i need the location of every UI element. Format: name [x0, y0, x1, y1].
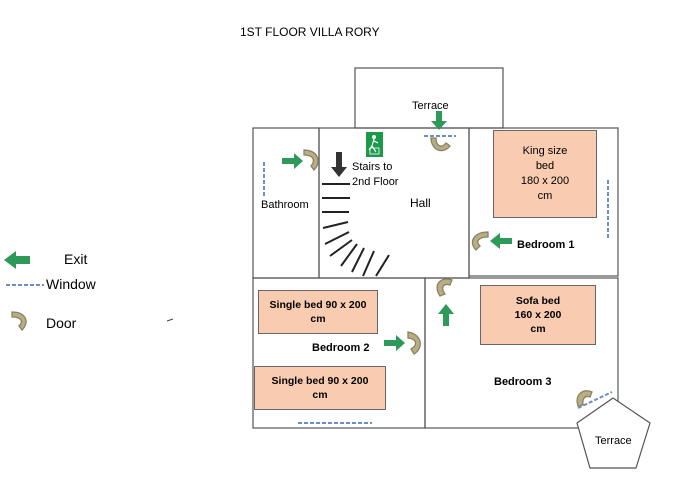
label-bathroom: Bathroom	[261, 199, 309, 211]
legend-exit-label: Exit	[64, 251, 88, 267]
emergency-exit-sign-icon	[366, 132, 383, 157]
bedroom1-wall	[468, 127, 619, 277]
door-terrace-bottom-icon	[576, 390, 593, 407]
hall-wall	[318, 127, 470, 279]
stray-mark	[166, 318, 174, 322]
terrace-bottom-wall	[576, 397, 651, 469]
exit-arrow-terrace-icon	[431, 111, 447, 130]
legend-door-label: Door	[46, 315, 77, 331]
door-bedroom3-icon	[436, 278, 453, 297]
label-bedroom1: Bedroom 1	[517, 239, 575, 251]
label-terrace-top: Terrace	[412, 100, 449, 112]
exit-arrows	[4, 111, 512, 351]
bed-single-1: Single bed 90 x 200 cm	[258, 290, 378, 334]
door-bathroom-icon	[303, 149, 319, 171]
page-title: 1ST FLOOR VILLA RORY	[240, 25, 380, 39]
stairs-down-arrow-icon	[331, 152, 347, 177]
doors	[11, 137, 593, 407]
bed-sofa: Sofa bed 160 x 200 cm	[480, 285, 596, 345]
exit-arrow-bedroom1-icon	[490, 233, 512, 249]
door-bedroom2-icon	[407, 331, 421, 355]
label-bedroom3: Bedroom 3	[494, 376, 552, 388]
walls	[252, 67, 651, 469]
legend-window-label: Window	[46, 276, 96, 292]
bed-king: King size bed 180 x 200 cm	[493, 130, 597, 218]
legend-door-icon	[11, 311, 27, 331]
legend-exit-icon	[4, 251, 30, 269]
label-stairs: Stairs to 2nd Floor	[352, 161, 399, 188]
bedroom3-wall	[424, 277, 619, 429]
exit-arrow-bathroom-icon	[282, 153, 303, 169]
label-bedroom2: Bedroom 2	[312, 342, 370, 354]
exit-arrow-bedroom3-icon	[438, 304, 454, 326]
door-terrace-icon	[430, 137, 451, 152]
exit-arrow-bedroom2-icon	[384, 335, 405, 351]
door-bedroom1-icon	[471, 231, 489, 251]
terrace-top-wall	[354, 67, 504, 129]
bed-single-2: Single bed 90 x 200 cm	[254, 366, 386, 410]
stairs	[322, 183, 390, 277]
label-hall: Hall	[410, 196, 431, 210]
label-terrace-bottom: Terrace	[595, 435, 632, 447]
